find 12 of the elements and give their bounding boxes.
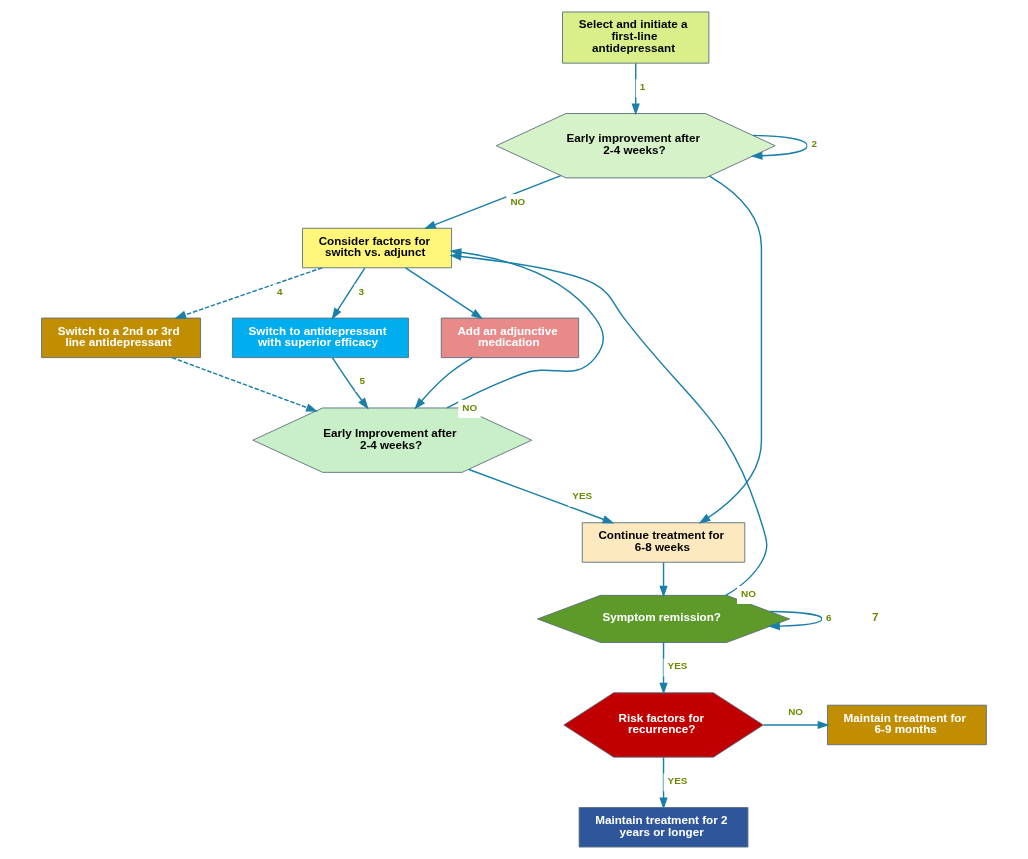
edge-label: 1 bbox=[639, 80, 646, 92]
edge-label: 2 bbox=[811, 138, 817, 150]
edge-label: 6 bbox=[826, 611, 832, 623]
edge-label: NO bbox=[510, 195, 526, 207]
edge-label: YES bbox=[667, 774, 688, 786]
edge-label: NO bbox=[788, 705, 803, 717]
edge-label: 3 bbox=[358, 285, 365, 297]
edge-label: 4 bbox=[276, 285, 283, 297]
edge-label: YES bbox=[572, 490, 593, 502]
edge-label: YES bbox=[667, 660, 688, 672]
edge-label: 5 bbox=[359, 375, 366, 387]
label: 7 bbox=[871, 610, 879, 624]
